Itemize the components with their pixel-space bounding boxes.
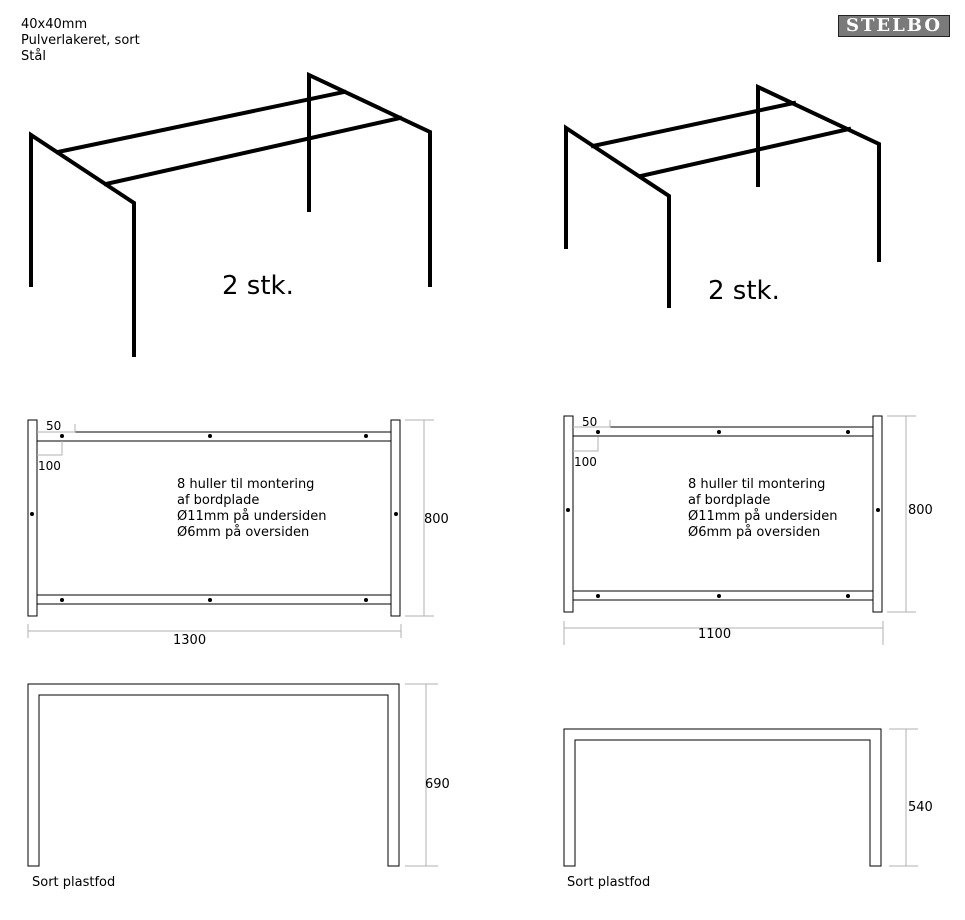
note-line: Ø6mm på oversiden [177, 525, 309, 540]
small-quantity: 2 stk. [708, 276, 780, 306]
spec-dimension: 40x40mm [21, 17, 88, 32]
large-left-side-rail [27, 419, 38, 617]
small-left-side-rail [563, 415, 574, 613]
small-top-view [563, 415, 883, 613]
small-bottom-crossbar [572, 590, 874, 601]
large-frame-perspective [29, 71, 432, 357]
small-back-crossbar [590, 100, 797, 149]
mounting-hole [876, 508, 880, 512]
mounting-hole [717, 430, 721, 434]
mounting-hole [208, 434, 212, 438]
mounting-hole [846, 430, 850, 434]
material-spec: 40x40mm Pulverlakeret, sort Stål [21, 17, 140, 65]
small-back-left-leg [756, 83, 881, 262]
small-height-label: 540 [908, 800, 933, 815]
small-top-crossbar [572, 426, 874, 437]
note-line: Ø6mm på oversiden [688, 525, 820, 540]
large-mounting-note: 8 huller til montering af bordplade Ø11m… [177, 477, 327, 540]
small-right-side-rail [872, 415, 883, 613]
mounting-hole [364, 598, 368, 602]
mounting-hole [394, 512, 398, 516]
large-height-dimension [405, 683, 438, 867]
mounting-hole [60, 598, 64, 602]
large-offset-100: 100 [38, 459, 61, 473]
small-mounting-note: 8 huller til montering af bordplade Ø11m… [688, 477, 838, 540]
small-frame-perspective [564, 83, 881, 308]
mounting-hole [208, 598, 212, 602]
small-height-dimension [889, 728, 918, 867]
note-line: af bordplade [688, 493, 770, 508]
note-line: af bordplade [177, 493, 259, 508]
small-front-crossbar [638, 126, 852, 179]
mounting-hole [846, 594, 850, 598]
note-line: Ø11mm på undersiden [688, 509, 838, 524]
spec-finish: Pulverlakeret, sort [21, 33, 140, 48]
large-bottom-crossbar [36, 594, 392, 605]
large-offset-guides [37, 424, 76, 456]
large-right-side-rail [390, 419, 401, 617]
note-line: 8 huller til montering [177, 477, 314, 492]
mounting-hole [60, 434, 64, 438]
large-side-view [27, 683, 400, 867]
note-line: Ø11mm på undersiden [177, 509, 327, 524]
stelbo-logo: STELBO [838, 15, 950, 37]
large-offset-50: 50 [46, 419, 61, 433]
mounting-hole [717, 594, 721, 598]
small-side-view [563, 728, 882, 867]
large-top-crossbar [36, 431, 392, 442]
large-front-left-leg [29, 131, 136, 357]
mounting-hole [364, 434, 368, 438]
large-height-label: 690 [425, 777, 450, 792]
small-depth-label: 800 [908, 503, 933, 518]
large-back-crossbar [55, 89, 347, 155]
small-width-label: 1100 [698, 627, 731, 642]
large-foot-label: Sort plastfod [32, 875, 115, 890]
mounting-hole [596, 430, 600, 434]
mounting-hole [566, 508, 570, 512]
mounting-hole [596, 594, 600, 598]
large-width-label: 1300 [173, 633, 206, 648]
large-mounting-holes [30, 434, 398, 602]
large-dimension-lines [27, 419, 434, 638]
note-line: 8 huller til montering [688, 477, 825, 492]
spec-material: Stål [21, 49, 46, 64]
small-offset-50: 50 [582, 415, 597, 429]
small-offset-guides [573, 420, 611, 452]
large-top-view [27, 419, 401, 617]
mounting-hole [30, 512, 34, 516]
small-foot-label: Sort plastfod [567, 875, 650, 890]
small-dimension-lines [563, 415, 916, 645]
large-depth-label: 800 [424, 512, 449, 527]
small-mounting-holes [566, 430, 880, 598]
small-front-left-leg [564, 124, 671, 308]
large-quantity: 2 stk. [222, 271, 294, 301]
large-back-left-leg [307, 71, 432, 287]
logo-text: STELBO [846, 15, 942, 36]
large-front-crossbar [103, 115, 403, 187]
small-offset-100: 100 [574, 455, 597, 469]
